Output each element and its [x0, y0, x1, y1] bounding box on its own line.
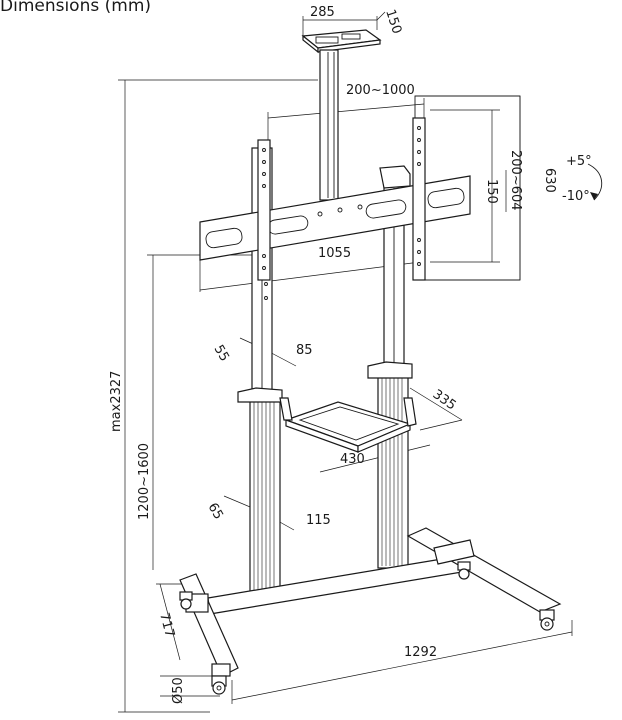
- label-tilt-down: -10°: [562, 189, 590, 204]
- top-plate: [301, 29, 382, 54]
- label-shelf-depth: 335: [430, 387, 459, 414]
- label-top-plate-depth: 150: [382, 8, 404, 36]
- label-vesa-horizontal: 200~1000: [346, 83, 415, 98]
- label-lower-hole-b: 115: [306, 513, 331, 528]
- label-base-width: 1292: [404, 645, 437, 660]
- caster-front-left: [211, 675, 227, 695]
- page-title: Dimensions (mm): [0, 0, 152, 16]
- label-shelf-hole-a: 55: [211, 343, 232, 365]
- base: [179, 527, 562, 677]
- dimension-labels: 285 150 200~1000 630 200~604 150 +5° -10…: [109, 5, 592, 704]
- caster-back-left: [179, 591, 193, 610]
- label-shelf-width: 430: [340, 452, 365, 467]
- label-bracket-height: 150: [484, 179, 499, 204]
- caster-back-right: [457, 561, 471, 580]
- tilt-arrow-icon: [587, 163, 603, 201]
- label-base-depth: 717: [156, 611, 177, 639]
- tilt-arrowhead-icon: [590, 192, 598, 200]
- label-lower-hole-a: 65: [205, 501, 226, 523]
- center-column: [319, 49, 339, 201]
- left-vesa-arm: [257, 139, 271, 281]
- label-caster-diameter: Ø50: [171, 677, 186, 704]
- label-bracket-width: 1055: [318, 246, 351, 261]
- label-shelf-hole-b: 85: [296, 343, 313, 358]
- shelf: [279, 397, 417, 453]
- label-height-range: 1200~1600: [137, 443, 152, 520]
- label-vesa-vertical-max: 630: [542, 168, 557, 193]
- label-max-height: max2327: [109, 371, 124, 432]
- right-vesa-arm: [412, 117, 426, 281]
- label-top-plate-width: 285: [310, 5, 335, 20]
- label-tilt-up: +5°: [566, 154, 592, 169]
- caster-front-right: [539, 609, 555, 631]
- label-vesa-vertical-range: 200~604: [508, 150, 523, 211]
